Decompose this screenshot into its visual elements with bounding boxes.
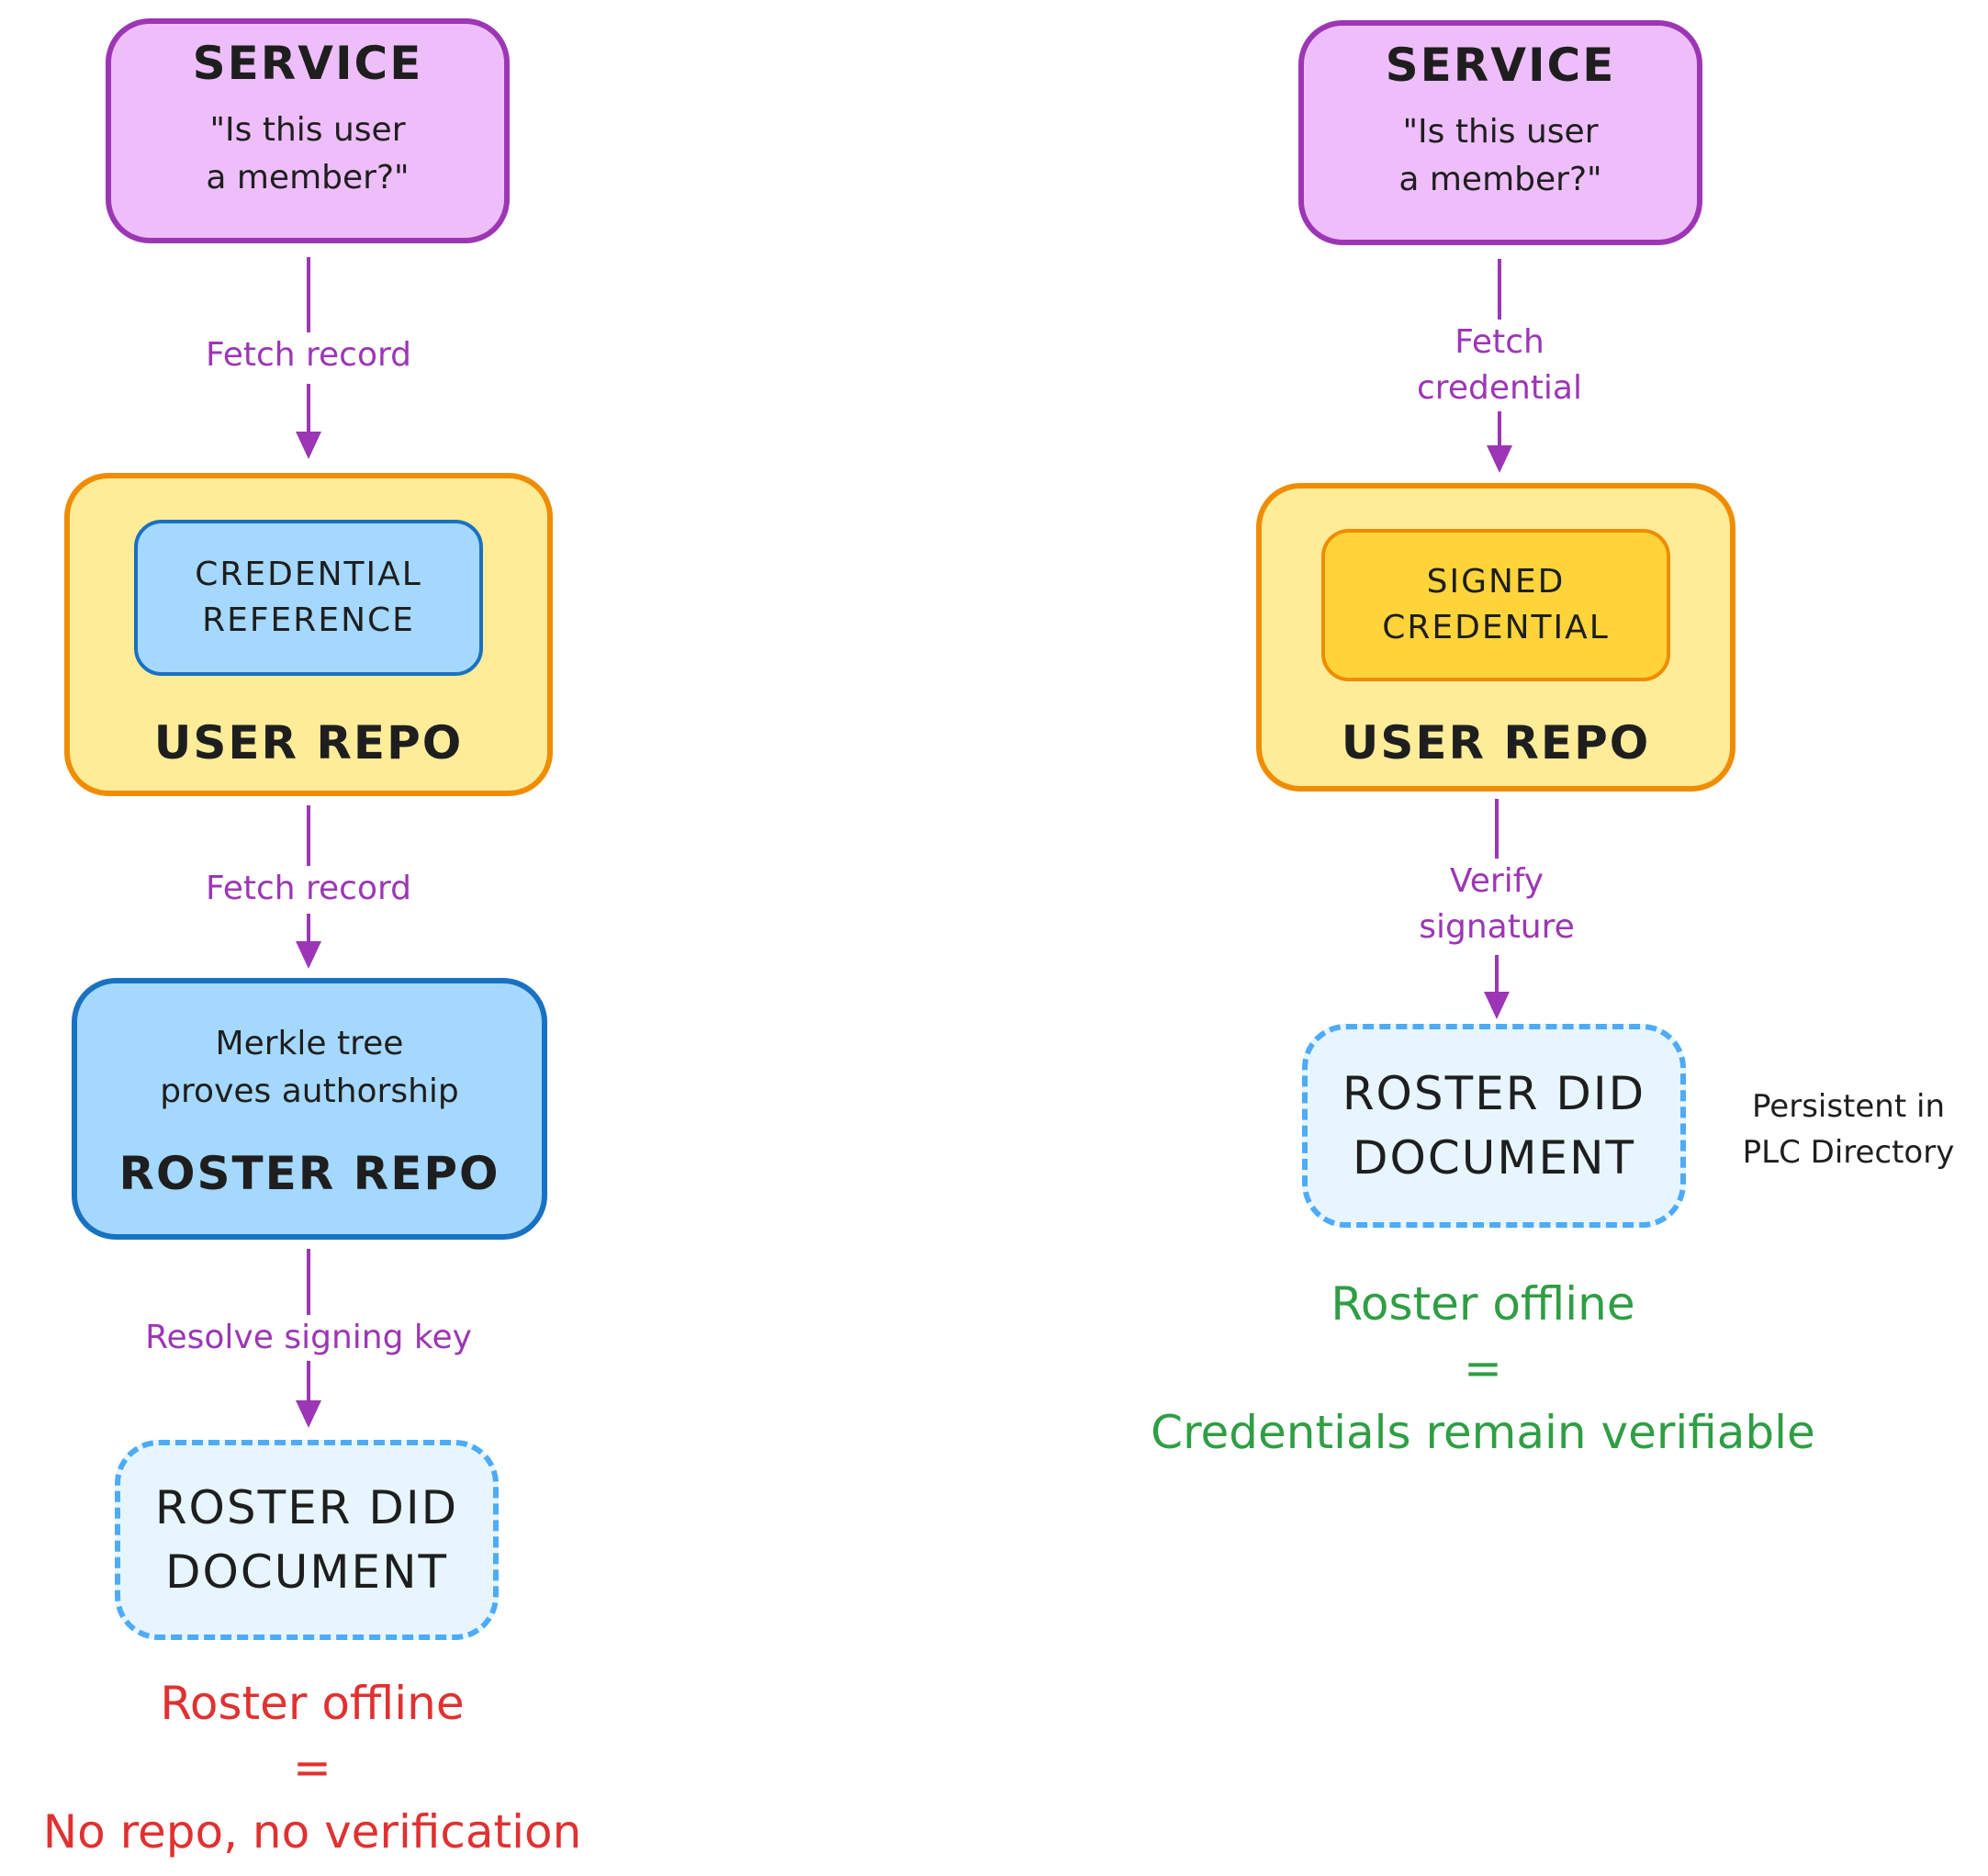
- right-service-title: SERVICE: [1385, 39, 1616, 92]
- credential-reference-label: CREDENTIAL REFERENCE: [195, 556, 422, 639]
- left-user-repo-title: USER REPO: [153, 716, 464, 769]
- left-result-line-3: No repo, no verification: [42, 1805, 582, 1859]
- left-service-title: SERVICE: [192, 37, 423, 90]
- signed-credential-node: SIGNED CREDENTIAL: [1321, 529, 1670, 681]
- credential-reference-node: CREDENTIAL REFERENCE: [134, 520, 483, 676]
- right-result: Roster offline = Credentials remain veri…: [1097, 1272, 1869, 1465]
- left-service-node: SERVICE "Is this user a member?": [106, 18, 510, 243]
- right-did-persistence-note: Persistent in PLC Directory: [1742, 1088, 1955, 1171]
- left-service-question: "Is this user a member?": [206, 111, 410, 197]
- left-result-line-1: Roster offline: [160, 1677, 465, 1730]
- left-roster-did-node: ROSTER DID DOCUMENT: [115, 1440, 499, 1640]
- right-user-repo-node: SIGNED CREDENTIAL USER REPO: [1256, 483, 1735, 792]
- right-service-question: "Is this user a member?": [1398, 113, 1602, 198]
- left-roster-did-title: ROSTER DID DOCUMENT: [154, 1481, 459, 1599]
- right-user-repo-title: USER REPO: [1341, 716, 1651, 769]
- right-service-node: SERVICE "Is this user a member?": [1298, 20, 1702, 245]
- right-roster-did-title: ROSTER DID DOCUMENT: [1342, 1067, 1646, 1185]
- right-result-equals: =: [1464, 1342, 1502, 1395]
- right-result-line-1: Roster offline: [1331, 1277, 1635, 1331]
- left-edge-label-2: Fetch record: [205, 870, 412, 907]
- left-result-equals: =: [293, 1741, 331, 1794]
- right-roster-did-node: ROSTER DID DOCUMENT: [1302, 1024, 1686, 1228]
- left-user-repo-node: CREDENTIAL REFERENCE USER REPO: [64, 473, 553, 796]
- left-result: Roster offline = No repo, no verificatio…: [0, 1671, 624, 1864]
- left-edge-label-3: Resolve signing key: [145, 1319, 472, 1356]
- roster-repo-note: Merkle tree proves authorship: [160, 1025, 459, 1110]
- roster-repo-node: Merkle tree proves authorship ROSTER REP…: [72, 978, 547, 1240]
- right-edge-label-1: Fetch credential: [1417, 323, 1582, 407]
- right-edge-label-2: Verify signature: [1419, 862, 1575, 946]
- signed-credential-label: SIGNED CREDENTIAL: [1382, 563, 1610, 646]
- roster-repo-title: ROSTER REPO: [118, 1147, 500, 1200]
- left-edge-label-1: Fetch record: [205, 336, 412, 374]
- right-result-line-3: Credentials remain verifiable: [1151, 1406, 1815, 1459]
